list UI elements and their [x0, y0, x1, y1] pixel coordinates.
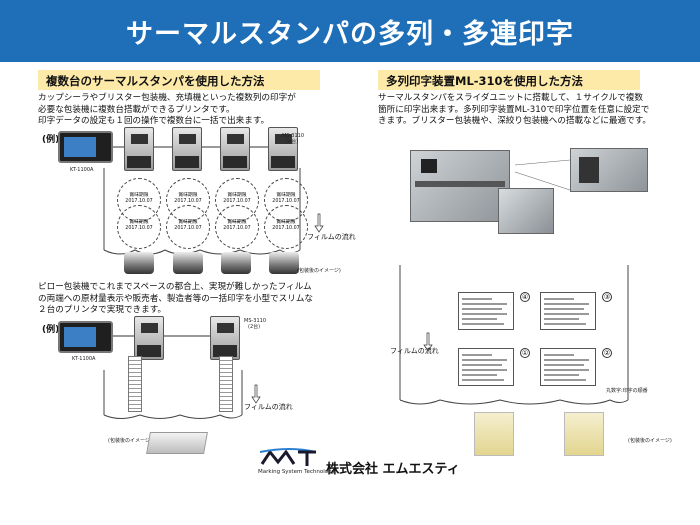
film-flow-label-2: フィルムの流れ [244, 403, 293, 411]
printer-4 [268, 127, 298, 171]
example-label: (例) [42, 135, 60, 145]
kt-label: KT-1100A [70, 167, 94, 173]
print-strip-right [219, 356, 233, 412]
order-num: ① [520, 348, 530, 358]
ms-label-2: MS-3110 [244, 318, 267, 324]
printer-2 [172, 127, 202, 171]
label-card-3 [540, 292, 596, 330]
ml310-machine-image [410, 150, 510, 222]
ms-label: MS-3110 [282, 133, 305, 139]
logo-tagline: Marking System Technology [258, 469, 335, 475]
left-para2: ピロー包装機でこれまでスペースの都合上、実現が難しかったフィルムの両端への原材量… [38, 282, 314, 316]
page-title: サーマルスタンパの多列・多連印字 [0, 0, 700, 62]
company-name: 株式会社 エムエスティ [326, 462, 460, 477]
label-card-4 [458, 292, 514, 330]
package-image-label-2: (包装後のイメージ) [108, 438, 152, 444]
left-section-title: 複数台のサーマルスタンパを使用した方法 [38, 70, 320, 90]
package-image-1 [474, 412, 514, 456]
order-num: ④ [520, 292, 530, 302]
label-card-2 [540, 348, 596, 386]
package-image-2 [564, 412, 604, 456]
film-flow-label: フィルムの流れ [307, 233, 356, 241]
package-image-label: (包装後のイメージ) [297, 268, 341, 274]
printer-b [210, 316, 240, 360]
order-num: ③ [602, 292, 612, 302]
kt-label-2: KT-1100A [72, 356, 96, 362]
cup-image [221, 252, 251, 274]
printer-1 [124, 127, 154, 171]
example-label-2: (例) [42, 325, 60, 335]
ms-count-2: (2台) [248, 324, 261, 330]
controller-kt1100a [58, 131, 113, 163]
control-box-image [498, 188, 554, 234]
package-image-label-right: (包装後のイメージ) [628, 438, 672, 444]
ms-count: (4台) [286, 139, 299, 145]
right-section-title: 多列印字装置ML-310を使用した方法 [378, 70, 640, 90]
order-num: ② [602, 348, 612, 358]
left-para1: カップシーラやブリスター包装機、充填機といった複数列の印字が必要な包装機に複数台… [38, 93, 296, 127]
right-para: サーマルスタンパをスライダユニットに搭載して、１サイクルで複数箇所に印字出来ます… [378, 93, 652, 127]
cup-image [124, 252, 154, 274]
cup-image [269, 252, 299, 274]
print-strip-left [128, 356, 142, 412]
printer-closeup-image [570, 148, 648, 192]
controller-kt1100a-2 [58, 321, 113, 353]
film-flow-label-right: フィルムの流れ [390, 347, 439, 355]
printer-a [134, 316, 164, 360]
cup-image [173, 252, 203, 274]
printer-3 [220, 127, 250, 171]
print-order-label: 丸数字:印字の順番 [606, 388, 648, 394]
label-card-1 [458, 348, 514, 386]
